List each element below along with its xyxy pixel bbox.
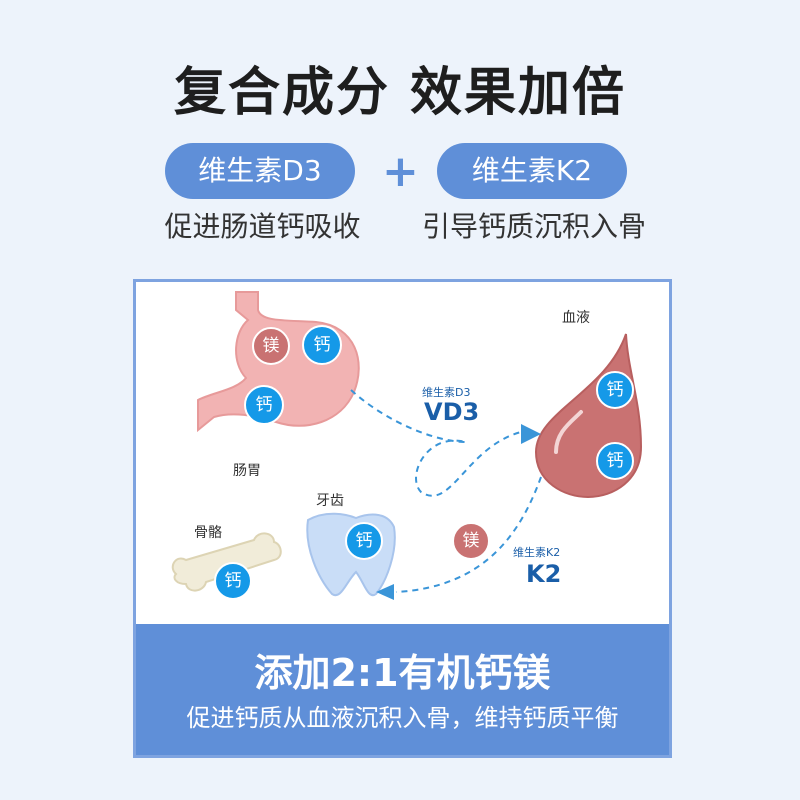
calcium-badge-stomach-1: 钙	[302, 325, 342, 365]
calcium-badge-blood-2: 钙	[596, 442, 634, 480]
k2-arrowhead	[376, 584, 394, 600]
vd3-caption: 维生素D3	[422, 386, 471, 399]
magnesium-badge-stomach: 镁	[252, 327, 290, 365]
vitamin-k2-description: 引导钙质沉积入骨	[421, 210, 646, 243]
vitamin-k2-pill: 维生素K2	[437, 143, 627, 199]
k2-arrow	[395, 476, 542, 593]
vd3-label: VD3	[424, 398, 480, 426]
highlight-banner: 添加2:1有机钙镁 促进钙质从血液沉积入骨，维持钙质平衡	[136, 624, 669, 755]
stomach-label: 肠胃	[233, 463, 261, 479]
blood-label: 血液	[562, 310, 590, 326]
k2-caption: 维生素K2	[513, 546, 561, 559]
page-title: 复合成分 效果加倍	[173, 63, 627, 123]
magnesium-badge-path: 镁	[452, 522, 490, 560]
bone-label: 骨骼	[194, 525, 222, 541]
vd3-arrowhead	[521, 424, 541, 444]
calcium-badge-tooth: 钙	[345, 522, 383, 560]
calcium-badge-bone: 钙	[214, 562, 252, 600]
tooth-label: 牙齿	[316, 493, 344, 509]
k2-label: K2	[526, 560, 562, 588]
vd3-arrow	[350, 389, 522, 497]
plus-sign: +	[382, 146, 419, 197]
vitamin-d3-pill: 维生素D3	[165, 143, 355, 199]
vitamin-d3-description: 促进肠道钙吸收	[164, 210, 361, 243]
calcium-badge-blood-1: 钙	[596, 371, 634, 409]
calcium-pathway-panel: 肠胃 血液 牙齿 骨骼 镁 钙 钙 钙 钙 镁 钙 钙 维生素D3 VD3 维生…	[133, 279, 672, 758]
calcium-badge-stomach-2: 钙	[244, 385, 284, 425]
banner-subtitle: 促进钙质从血液沉积入骨，维持钙质平衡	[186, 704, 619, 732]
banner-title: 添加2:1有机钙镁	[254, 651, 551, 695]
